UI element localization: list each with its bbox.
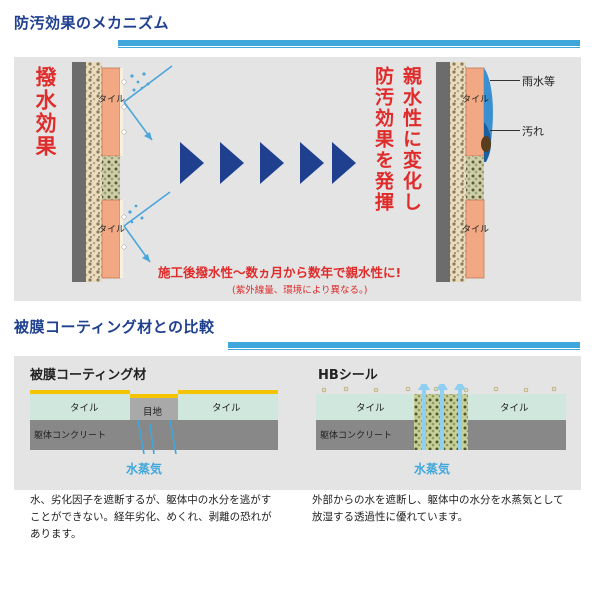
hbseal-tile1-label: タイル xyxy=(356,403,385,414)
right-tile-label-top: タイル xyxy=(462,95,490,105)
progression-chevrons xyxy=(180,142,356,184)
dirt-callout-line xyxy=(490,130,520,131)
left-tile-label-top: タイル xyxy=(98,95,126,105)
section2-rule xyxy=(228,342,580,350)
left-tile-label-bottom: タイル xyxy=(98,225,126,235)
coating-concrete-label: 躯体コンクリート xyxy=(34,431,107,441)
section1-rule xyxy=(118,40,580,48)
right-tile-label-bottom: タイル xyxy=(462,225,490,235)
coating-caption: 水、劣化因子を遮断するが、躯体中の水分を逃がすことができない。経年劣化、めくれ、… xyxy=(30,494,272,540)
chevron-icon xyxy=(260,142,284,184)
hbseal-vapor-label: 水蒸気 xyxy=(414,462,451,476)
hbseal-caption: 外部からの水を遮断し、躯体中の水分を水蒸気として放湿する透過性に優れています。 xyxy=(312,494,564,523)
chevron-icon xyxy=(300,142,324,184)
timeline-note: 施工後撥水性〜数ヵ月から数年で親水性に! xyxy=(158,265,402,280)
hydrophilic-label: 親水性に変化し xyxy=(400,66,422,213)
chevron-icon xyxy=(220,142,244,184)
rain-callout-line xyxy=(490,80,520,81)
coating-tile1-label: タイル xyxy=(70,403,99,414)
coating-tile2-label: タイル xyxy=(212,403,241,414)
hbseal-heading: HBシール xyxy=(318,368,378,383)
rain-label: 雨水等 xyxy=(522,75,555,88)
section2-title: 被膜コーティング材との比較 xyxy=(14,318,215,336)
hbseal-cross-section xyxy=(316,384,566,450)
dirt-label: 汚れ xyxy=(522,125,544,138)
section1-title: 防汚効果のメカニズム xyxy=(14,14,170,32)
coating-cross-section xyxy=(30,390,278,454)
antifouling-label: 防汚効果を発揮 xyxy=(372,66,394,213)
coating-heading: 被膜コーティング材 xyxy=(30,368,147,383)
timeline-subnote: (紫外線量、環境により異なる。) xyxy=(232,285,368,296)
left-wall-illustration xyxy=(72,62,173,282)
coating-vapor-label: 水蒸気 xyxy=(126,462,163,476)
hbseal-concrete-label: 躯体コンクリート xyxy=(320,431,393,441)
right-wall-illustration xyxy=(436,62,493,282)
hbseal-tile2-label: タイル xyxy=(500,403,529,414)
chevron-icon xyxy=(332,142,356,184)
chevron-icon xyxy=(180,142,204,184)
water-repellent-label: 撥水効果 xyxy=(33,66,57,158)
coating-joint-label: 目地 xyxy=(143,407,163,418)
